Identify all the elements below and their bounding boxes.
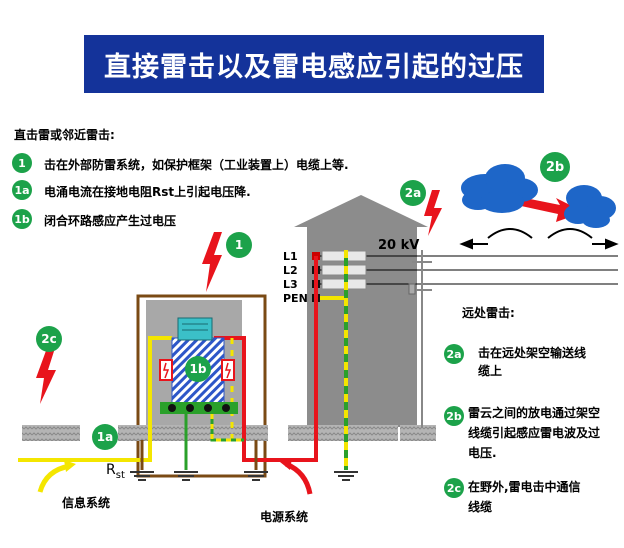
equipotential-bar bbox=[160, 402, 238, 414]
remote-item-2b-line2: 线缆引起感应雷电波及过 bbox=[468, 426, 601, 440]
direct-item-1a: 电涌电流在接地电阻Rst上引起电压降. bbox=[44, 185, 251, 199]
voltage-label: 20 kV bbox=[378, 238, 420, 253]
rst-label: Rst bbox=[106, 462, 125, 481]
cloud-icon bbox=[564, 185, 616, 228]
surge-wave bbox=[459, 228, 619, 250]
remote-item-2c-line2: 线缆 bbox=[468, 500, 493, 514]
equipment-top bbox=[177, 317, 213, 341]
lightning-icon bbox=[202, 232, 222, 292]
direct-heading: 直击雷或邻近雷击: bbox=[14, 128, 115, 142]
badge-2a: 2a bbox=[444, 344, 464, 364]
power-system-label: 电源系统 bbox=[260, 510, 309, 524]
remote-item-2c-line1: 在野外,雷电击中通信 bbox=[468, 480, 581, 494]
ground-symbol bbox=[334, 471, 358, 481]
badge-2b: 2b bbox=[444, 406, 464, 426]
diagram-badge-2a: 2a bbox=[400, 180, 426, 206]
cloud-icon bbox=[461, 164, 538, 213]
badge-1b: 1b bbox=[12, 209, 32, 229]
line-label-l3: L3 bbox=[283, 278, 298, 291]
ground-symbol bbox=[244, 471, 268, 481]
diagram-badge-1b: 1b bbox=[185, 356, 211, 382]
lightning-icon bbox=[36, 348, 56, 404]
badge-2c: 2c bbox=[444, 478, 464, 498]
badge-1a: 1a bbox=[12, 180, 32, 200]
line-label-pen: PEN bbox=[283, 292, 308, 305]
ground-symbol bbox=[130, 471, 154, 481]
remote-heading: 远处雷击: bbox=[462, 306, 515, 320]
protection-frame bbox=[136, 294, 267, 478]
ground-pad bbox=[400, 425, 436, 441]
building-roof bbox=[294, 195, 428, 227]
ground-pad bbox=[288, 425, 398, 441]
diagram-badge-2c: 2c bbox=[36, 326, 62, 352]
ground-symbol bbox=[174, 471, 198, 481]
info-arrow bbox=[37, 463, 71, 493]
info-system-label: 信息系统 bbox=[62, 496, 111, 510]
yellow-info-wire bbox=[18, 336, 172, 462]
lightning-icon bbox=[424, 190, 442, 236]
page-title: 直接雷击以及雷电感应引起的过压 bbox=[84, 35, 544, 93]
red-power-wire bbox=[214, 256, 318, 462]
badge-1: 1 bbox=[12, 153, 32, 173]
remote-item-2b-line3: 电压. bbox=[468, 446, 497, 460]
ground-pad bbox=[22, 425, 80, 441]
diagram-badge-1a: 1a bbox=[92, 424, 118, 450]
pole-insulator bbox=[408, 283, 416, 295]
diagram-badge-1: 1 bbox=[226, 232, 252, 258]
remote-item-2b-line1: 雷云之间的放电通过架空 bbox=[468, 406, 601, 420]
line-label-l1: L1 bbox=[283, 250, 298, 263]
earth-wire bbox=[210, 414, 244, 442]
direct-item-1: 击在外部防雷系统，如保护框架（工业装置上）电缆上等. bbox=[44, 158, 349, 172]
line-label-l2: L2 bbox=[283, 264, 298, 277]
remote-item-2a-line1: 击在远处架空输送线 bbox=[478, 346, 587, 360]
diagram-badge-2b: 2b bbox=[540, 152, 570, 182]
direct-item-1b: 闭合环路感应产生过电压 bbox=[44, 214, 177, 228]
remote-item-2a-line2: 缆上 bbox=[478, 364, 503, 378]
